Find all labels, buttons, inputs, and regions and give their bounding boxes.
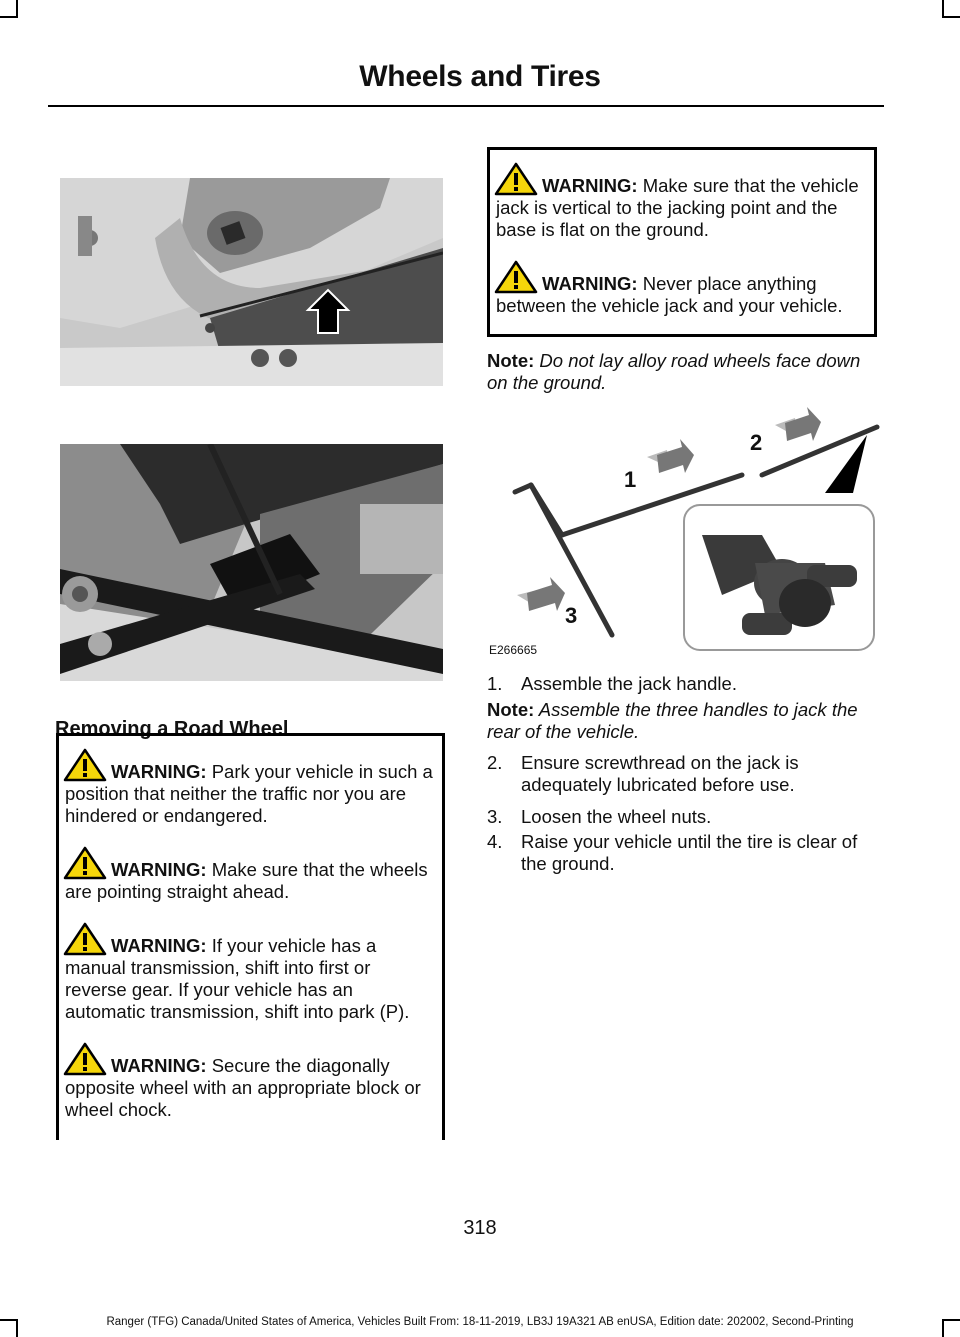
crop-mark-bottom-left-h: [0, 1319, 18, 1321]
crop-mark-top-right-h: [942, 16, 960, 18]
figure-id: E266665: [489, 643, 537, 657]
warning-label: WARNING:: [542, 175, 638, 196]
step-text: Loosen the wheel nuts.: [521, 806, 712, 827]
warning-text: Make sure that the vehicle jack is verti…: [496, 175, 859, 240]
warning-box-left: WARNING: Park your vehicle in such a pos…: [56, 733, 445, 1140]
step-number: 2.: [487, 752, 503, 773]
warning-label: WARNING:: [111, 1055, 207, 1076]
callout-label-3: 3: [565, 603, 577, 628]
note-label: Note:: [487, 350, 535, 371]
warning-label: WARNING:: [111, 859, 207, 880]
step-text: Raise your vehicle until the tire is cle…: [521, 831, 858, 874]
page-footer: Ranger (TFG) Canada/United States of Ame…: [106, 1316, 854, 1328]
step-item: 4. Raise your vehicle until the tire is …: [487, 831, 882, 875]
step-item: 3. Loosen the wheel nuts.: [487, 806, 882, 828]
header-divider: [48, 105, 884, 107]
step-text: Ensure screwthread on the jack is adequa…: [521, 752, 799, 795]
warning-text: Make sure that the wheels are pointing s…: [65, 859, 428, 902]
callout-label-2: 2: [750, 430, 762, 455]
step-number: 3.: [487, 806, 503, 827]
crop-mark-bottom-right-v: [942, 1319, 944, 1337]
warning-item: WARNING: Secure the diagonally opposite …: [63, 1042, 436, 1121]
warning-text: Secure the diagonally opposite wheel wit…: [65, 1055, 421, 1120]
crop-mark-top-left-v: [16, 0, 18, 18]
step-item: 1. Assemble the jack handle.: [487, 673, 882, 695]
warning-triangle-icon: [494, 260, 538, 294]
warning-item: WARNING: Make sure that the vehicle jack…: [494, 162, 868, 241]
warning-item: WARNING: Make sure that the wheels are p…: [63, 846, 436, 903]
warning-label: WARNING:: [542, 273, 638, 294]
warning-label: WARNING:: [111, 935, 207, 956]
step-item: 2. Ensure screwthread on the jack is ade…: [487, 752, 882, 796]
callout-arrow-2: [775, 407, 821, 441]
page-header-title: Wheels and Tires: [359, 60, 601, 93]
note-three-handles: Note: Assemble the three handles to jack…: [487, 699, 882, 743]
warning-text: Park your vehicle in such a position tha…: [65, 761, 433, 826]
jacking-point-figure: [60, 178, 443, 386]
warning-triangle-icon: [63, 922, 107, 956]
crop-mark-top-left-h: [0, 16, 18, 18]
warning-text: Never place anything between the vehicle…: [496, 273, 843, 316]
callout-arrow-1: [647, 439, 694, 473]
warning-item: WARNING: Never place anything between th…: [494, 260, 868, 317]
jack-handle-figure: 1 2 3 E266665: [487, 395, 882, 660]
crop-mark-bottom-right-h: [942, 1319, 960, 1321]
note-text: Do not lay alloy road wheels face down o…: [487, 350, 861, 393]
warning-triangle-icon: [494, 162, 538, 196]
callout-label-1: 1: [624, 467, 636, 492]
step-number: 1.: [487, 673, 503, 694]
warning-triangle-icon: [63, 748, 107, 782]
warning-item: WARNING: If your vehicle has a manual tr…: [63, 922, 436, 1023]
warning-box-right: WARNING: Make sure that the vehicle jack…: [487, 147, 877, 337]
jack-position-figure: [60, 444, 443, 681]
warning-label: WARNING:: [111, 761, 207, 782]
warning-item: WARNING: Park your vehicle in such a pos…: [63, 748, 436, 827]
note-label: Note:: [487, 699, 535, 720]
warning-triangle-icon: [63, 846, 107, 880]
crop-mark-bottom-left-v: [16, 1319, 18, 1337]
note-alloy-wheels: Note: Do not lay alloy road wheels face …: [487, 350, 882, 394]
crop-mark-top-right-v: [942, 0, 944, 18]
warning-text: If your vehicle has a manual transmissio…: [65, 935, 410, 1022]
note-text: Assemble the three handles to jack the r…: [487, 699, 858, 742]
warning-triangle-icon: [63, 1042, 107, 1076]
step-number: 4.: [487, 831, 503, 852]
page-number: 318: [463, 1217, 497, 1239]
callout-arrow-3: [517, 577, 565, 611]
step-text: Assemble the jack handle.: [521, 673, 737, 694]
